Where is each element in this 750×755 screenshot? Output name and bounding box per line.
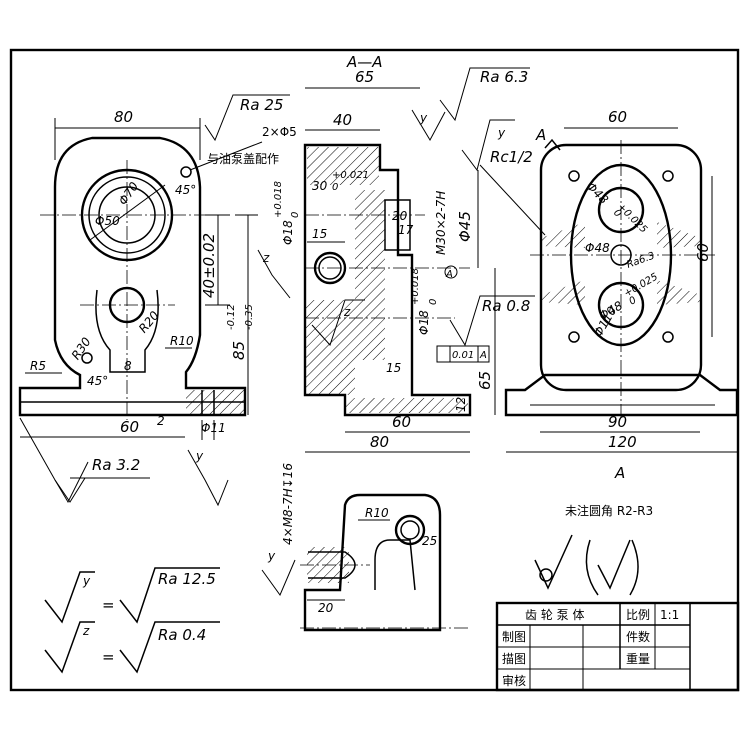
section-dim-18-bot: Φ18 (417, 310, 431, 335)
left-angle-top: 45° (175, 183, 196, 197)
section-perp-tol: 0.01 (452, 350, 474, 361)
section-dim-15b: 15 (386, 361, 401, 375)
right-width-90: 90 (608, 413, 627, 431)
left-height-upper-tol: -0.12 (226, 304, 237, 330)
section-perp-datum: A (479, 350, 487, 361)
section-dim-45: Φ45 (456, 211, 474, 242)
title-scale-label: 比例 (626, 608, 650, 622)
fillet-note: 未注圆角 R2-R3 (565, 503, 653, 518)
left-dia-inner: Φ50 (95, 214, 120, 228)
section-dim-30-tol2: 0 (332, 182, 338, 193)
section-dim-30: 30 (312, 179, 328, 193)
section-y-right: y (497, 126, 506, 140)
title-part-name: 齿 轮 泵 体 (525, 608, 584, 622)
right-arrow-label: A (535, 126, 546, 144)
detail-roughness-y: y (267, 549, 276, 563)
detail-dim-25: 25 (422, 534, 437, 548)
section-dim-18-bot-tol2: 0 (428, 299, 439, 305)
section-z-mid: z (343, 305, 351, 319)
right-width-60: 60 (608, 108, 627, 126)
left-r10: R10 (170, 334, 194, 348)
right-dia-48-c-tol2: 0 (627, 295, 638, 308)
section-width-40: 40 (333, 111, 352, 129)
detail-r10: R10 (365, 506, 389, 520)
title-checked: 审核 (502, 673, 526, 688)
section-thread: M30×2-7H (434, 191, 448, 255)
section-dim-30-tol: +0.021 (332, 170, 369, 181)
notes-area: 未注圆角 R2-R3 y = Ra 12.5 z = Ra 0.4 (44, 503, 653, 674)
section-dim-18-top-tol2: 0 (290, 212, 301, 218)
left-width-dim: 80 (114, 108, 133, 126)
section-dim-18-top: Φ18 (281, 220, 295, 245)
title-scale-value: 1:1 (660, 608, 679, 622)
left-height-total: 85 (230, 341, 248, 360)
left-view: 80 Ra 25 2×Φ5 与油泵盖配作 45° Φ70 Φ50 40±0.02… (18, 94, 297, 507)
title-weight-label: 重量 (626, 652, 650, 666)
section-dim-65v: 65 (476, 371, 494, 390)
legend-y-sym: y (82, 574, 91, 588)
right-ra-small: Ra6.3 (625, 251, 656, 271)
left-roughness: Ra 25 (240, 96, 283, 114)
legend-y-equals: = (102, 596, 115, 614)
section-dim-18-top-tol: +0.018 (273, 181, 284, 218)
right-width-120: 120 (608, 433, 637, 451)
left-dim-60: 60 (120, 418, 139, 436)
left-roughness-base: Ra 3.2 (92, 456, 140, 474)
legend-z-value: Ra 0.4 (158, 626, 206, 644)
legend-y-value: Ra 12.5 (158, 570, 216, 588)
right-height-60: 60 (694, 243, 712, 262)
left-holes-note: 2×Φ5 (262, 125, 297, 139)
section-width-65: 65 (355, 68, 374, 86)
right-view: 60 A Φ48 +0.025 0 Φ48 Ra6.3 Φ110 Φ48 +0.… (504, 108, 739, 482)
section-y-top: y (419, 111, 428, 125)
detail-view: R10 25 20 y (261, 493, 470, 632)
drawing-border (9, 48, 740, 692)
section-holes-thread: 4×M8-7H↧16 (281, 463, 295, 545)
section-z-left: z (262, 251, 270, 265)
title-drawn: 制图 (502, 630, 526, 644)
section-label: A—A (346, 53, 383, 71)
left-dim-11: Φ11 (201, 421, 226, 435)
section-dim-80: 80 (370, 433, 389, 451)
left-dia-outer: Φ70 (116, 179, 142, 208)
detail-dim-20: 20 (318, 601, 334, 615)
section-dim-60: 60 (392, 413, 411, 431)
left-height-center: 40±0.02 (200, 233, 218, 298)
perp-tol-frame (436, 345, 490, 363)
left-roughness-y: y (195, 449, 204, 463)
section-roughness-top: Ra 6.3 (480, 68, 528, 86)
legend-z-sym: z (82, 624, 90, 638)
section-dim-20: 20 (392, 209, 408, 223)
left-angle-bottom: 45° (87, 374, 108, 388)
section-dim-15: 15 (312, 227, 327, 241)
section-rc-label: Rc1/2 (490, 148, 533, 166)
title-count-label: 件数 (626, 629, 650, 644)
left-holes-note2: 与油泵盖配作 (207, 152, 279, 166)
datum-label: A (445, 269, 453, 280)
section-dim-17: 17 (398, 223, 414, 237)
section-dim-12: 12 (454, 397, 468, 412)
left-dim-2: 2 (157, 414, 165, 428)
view-label: A (614, 464, 625, 482)
title-block: 齿 轮 泵 体 比例 1:1 制图 件数 描图 重量 审核 (495, 601, 740, 692)
section-view: A—A 65 40 Ra 6.3 y y Rc1/2 30 +0.021 0 Φ… (257, 53, 546, 545)
left-r5: R5 (30, 359, 46, 373)
left-height-lower-tol: -0.35 (244, 304, 255, 330)
section-ra08: Ra 0.8 (482, 297, 530, 315)
legend-z-equals: = (102, 648, 115, 666)
title-traced: 描图 (502, 652, 526, 666)
right-dia-48-a-tol2: 0 (611, 208, 623, 220)
left-dim-8: 8 (124, 359, 132, 373)
section-dim-18-bot-tol: +0.018 (410, 268, 421, 305)
right-dia-48-a: Φ48 (584, 179, 612, 207)
left-r30: R30 (69, 335, 94, 363)
right-dia-48-b: Φ48 (585, 241, 610, 255)
